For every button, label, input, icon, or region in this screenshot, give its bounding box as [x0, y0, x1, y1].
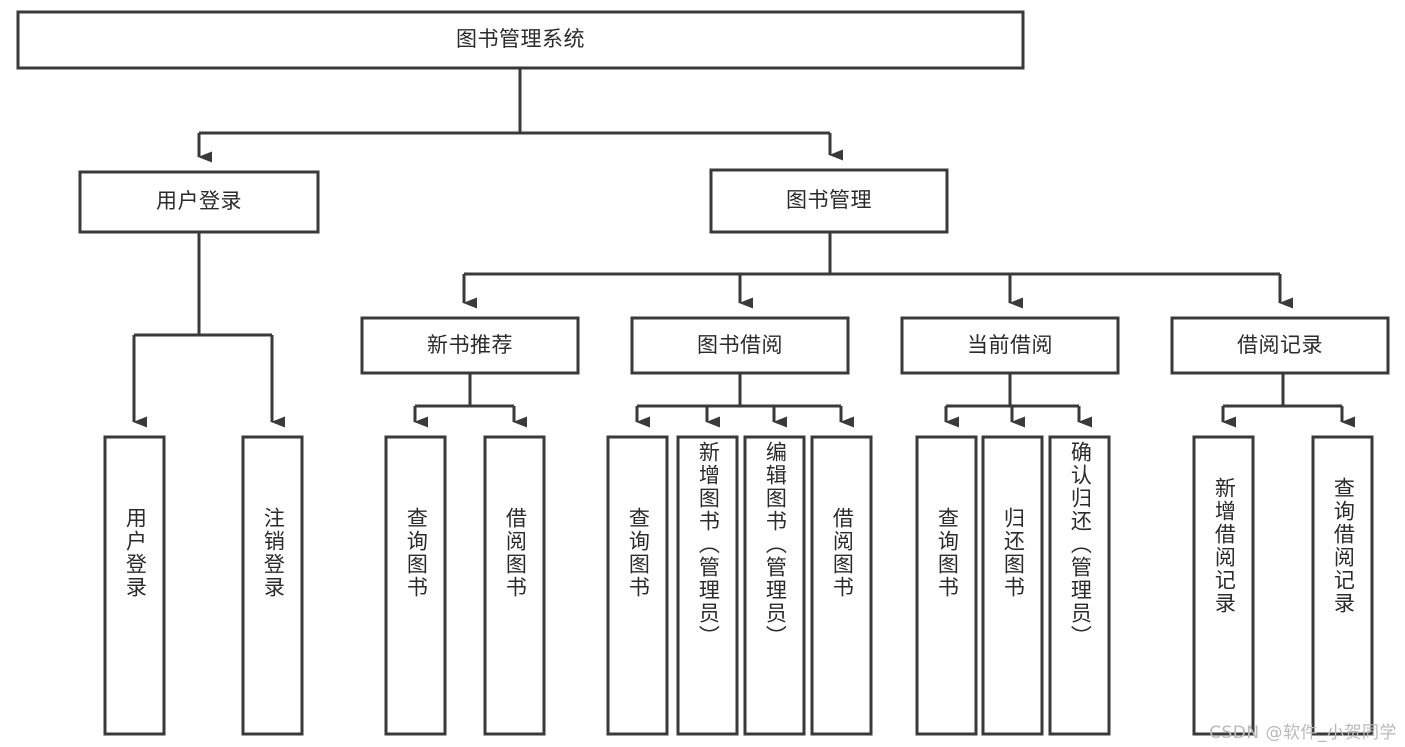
- leaf-box-leaf-confirm-return: [1048, 435, 1111, 736]
- node-box-new-book-rec: [360, 316, 580, 375]
- leaf-box-leaf-add-book: [676, 435, 739, 736]
- leaf-box-leaf-query-book-3: [915, 435, 978, 736]
- csdn-watermark: CSDN @软件_小贺同学: [1209, 723, 1397, 743]
- leaf-box-leaf-user-login: [103, 435, 166, 736]
- leaf-box-leaf-query-book-2: [606, 435, 669, 736]
- leaf-box-leaf-add-record: [1192, 435, 1255, 736]
- leaf-box-leaf-borrow-book-2: [810, 435, 873, 736]
- leaf-box-leaf-edit-book: [743, 435, 806, 736]
- node-box-current-borrow: [900, 316, 1120, 375]
- node-box-book-manage: [709, 168, 949, 234]
- leaf-box-leaf-query-book-1: [384, 435, 447, 736]
- node-box-borrow-record: [1170, 316, 1390, 375]
- leaf-box-leaf-query-record: [1311, 435, 1374, 736]
- leaf-box-leaf-return-book: [981, 435, 1044, 736]
- node-box-user-login: [78, 170, 320, 234]
- leaf-box-leaf-user-logout: [241, 435, 304, 736]
- leaf-box-leaf-borrow-book-1: [483, 435, 546, 736]
- node-box-root: [16, 10, 1025, 70]
- node-box-book-borrow: [630, 316, 850, 375]
